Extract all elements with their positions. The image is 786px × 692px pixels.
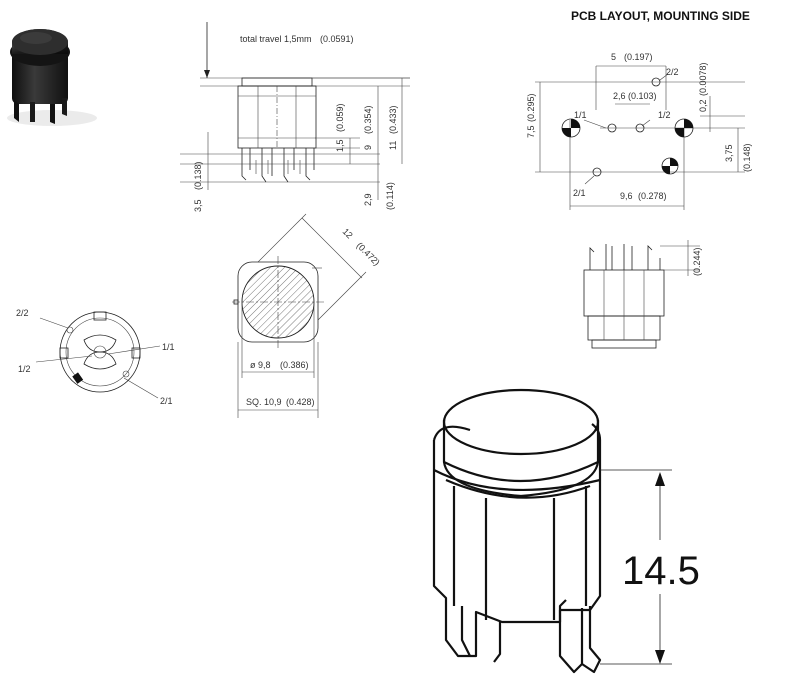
dim-11: 11 (388, 141, 398, 150)
side-view-drawing: total travel 1,5mm (0.0591) 1,5 (0.059) … (180, 22, 410, 212)
pcb-dim-7-5: 7,5 (526, 125, 536, 138)
pcb-dim-00078: (0.0078) (698, 62, 708, 96)
pcb-dim-0197: (0.197) (624, 52, 653, 62)
top-dim-12: 12 (341, 226, 355, 240)
dim-0114: (0.114) (385, 182, 395, 210)
pcb-dim-2-6: 2,6 (613, 91, 626, 101)
top-view-drawing: 12 (0.472) ø 9,8 (0.386) SQ. 10,9 (0.428… (232, 213, 382, 418)
pcb-pin-1-2: 1/2 (658, 110, 671, 120)
pcb-pin-2-2: 2/2 (666, 67, 679, 77)
top-dim-0428: (0.428) (286, 397, 315, 407)
bottom-pin-2-1: 2/1 (160, 396, 173, 406)
top-dim-sq: SQ. 10,9 (246, 397, 282, 407)
dim-0433: (0.433) (388, 105, 398, 134)
pcb-pin-1-1: 1/1 (574, 110, 587, 120)
pcb-dim-0295: (0.295) (526, 93, 536, 122)
top-dim-phi: ø 9,8 (250, 360, 271, 370)
dim-9: 9 (363, 145, 373, 150)
bottom-pin-1-2: 1/2 (18, 364, 31, 374)
dim-0059: (0.059) (335, 103, 345, 132)
small-dim-0244: (0.244) (692, 247, 702, 276)
small-side-drawing: (0.244) (583, 240, 702, 349)
switch-photo (7, 29, 97, 126)
travel-label: total travel 1,5mm (240, 34, 312, 44)
bottom-pin-2-2: 2/2 (16, 308, 29, 318)
top-dim-0472: (0.472) (355, 240, 382, 267)
bottom-pin-1-1: 1/1 (162, 342, 175, 352)
dim-0354: (0.354) (363, 105, 373, 134)
pcb-layout-drawing: 5 (0.197) 2,6 (0.103) 0,2 (0.0078) 7,5 (… (526, 52, 752, 210)
iso-drawing: 14.5 (432, 388, 700, 674)
top-dim-0386: (0.386) (280, 360, 309, 370)
dim-0138: (0.138) (193, 161, 203, 190)
pcb-dim-0103: (0.103) (628, 91, 657, 101)
pcb-dim-0148: (0.148) (742, 143, 752, 172)
travel-inch-label: (0.0591) (320, 34, 354, 44)
pcb-dim-0-2: 0,2 (698, 99, 708, 112)
pcb-dim-9-6: 9,6 (620, 191, 633, 201)
pcb-dim-0278: (0.278) (638, 191, 667, 201)
height-dimension: 14.5 (622, 549, 700, 593)
pcb-dim-5: 5 (611, 52, 616, 62)
page-title: PCB LAYOUT, MOUNTING SIDE (571, 9, 750, 23)
bottom-view-drawing: 2/2 1/1 1/2 2/1 (16, 308, 175, 406)
pcb-pin-2-1: 2/1 (573, 188, 586, 198)
dim-1-5: 1,5 (335, 139, 345, 152)
dim-3-5: 3,5 (193, 199, 203, 212)
dim-2-9: 2,9 (363, 193, 373, 206)
pcb-dim-3-75: 3,75 (724, 144, 734, 162)
